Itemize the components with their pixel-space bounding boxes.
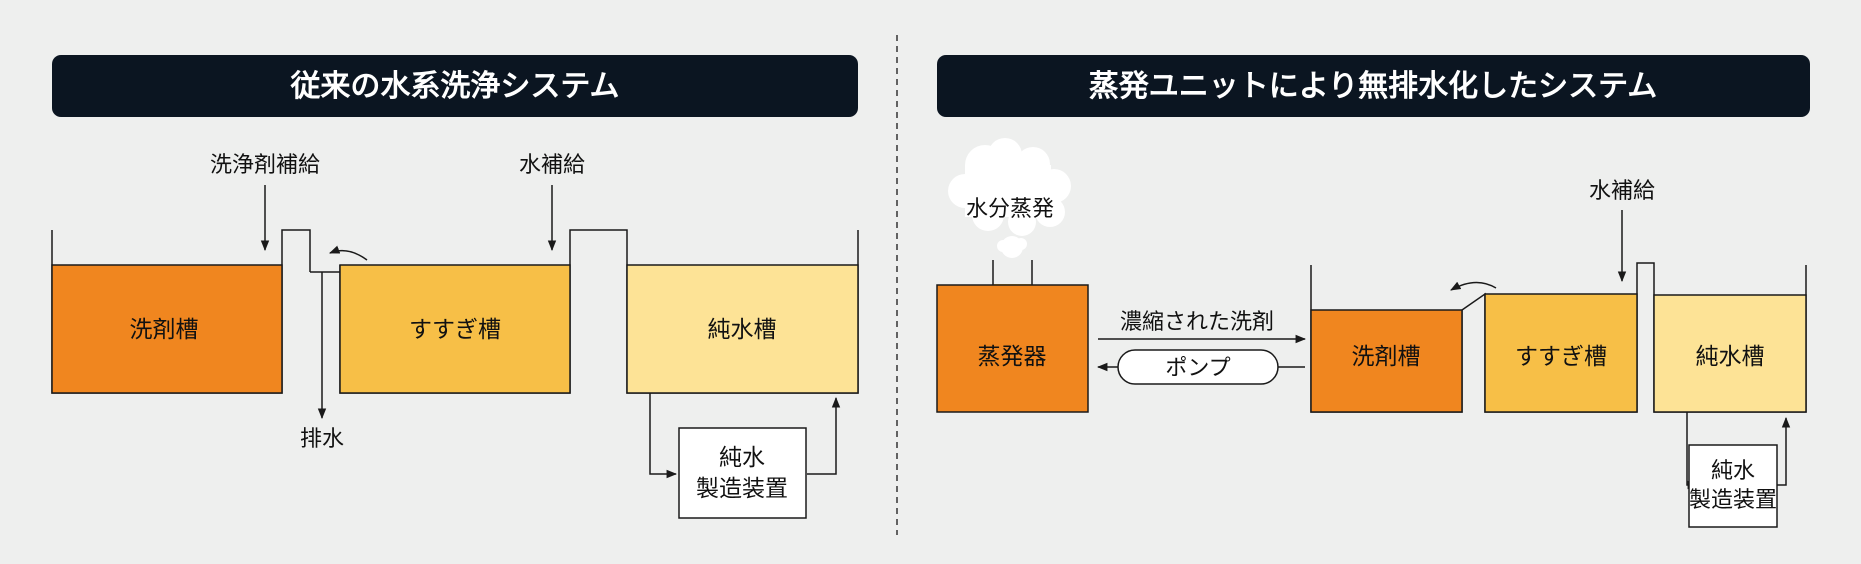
right-detergent-tank-label: 洗剤槽 <box>1352 344 1421 370</box>
concentrate-label: 濃縮された洗剤 <box>1120 310 1274 335</box>
left-device-outflow <box>807 396 841 475</box>
left-rinse-tank-label: すすぎ槽 <box>409 317 501 343</box>
evaporator-label: 蒸発器 <box>978 344 1047 370</box>
left-title: 従来の水系洗浄システム <box>289 69 619 104</box>
left-drain-label: 排水 <box>300 427 344 452</box>
evaporator-chimney <box>992 260 1033 285</box>
right-pure-tank-label: 純水槽 <box>1696 344 1765 370</box>
right-rinse-tank <box>1484 293 1638 413</box>
left-rinse-tank <box>339 264 571 394</box>
right-device-label-1: 純水 <box>1711 459 1755 484</box>
left-pure-water-device <box>678 427 807 519</box>
pump-capsule <box>1117 349 1279 385</box>
left-header <box>52 55 858 117</box>
evaporator-box <box>936 284 1089 413</box>
right-overflow-arrow <box>1450 281 1497 291</box>
right-title: 蒸発ユニットにより無排水化したシステム <box>1089 69 1658 104</box>
right-pure-tank <box>1653 294 1807 413</box>
steam-cloud-icon <box>948 138 1071 258</box>
left-detergent-tank <box>51 264 283 394</box>
left-device-inflow <box>649 393 678 479</box>
evaporation-label: 水分蒸発 <box>966 197 1054 222</box>
left-detergent-tank-label: 洗剤槽 <box>130 317 199 343</box>
left-detergent-supply-label: 洗浄剤補給 <box>210 153 320 178</box>
right-rinse-tank-label: すすぎ槽 <box>1515 344 1607 370</box>
right-panel: 蒸発ユニットにより無排水化したシステム 水分蒸発 蒸発器 濃縮された洗剤 <box>936 55 1810 528</box>
right-detergent-tank <box>1310 309 1463 413</box>
left-overflow-arrow <box>329 245 368 261</box>
left-panel: 従来の水系洗浄システム 洗剤槽 すすぎ槽 純水槽 洗浄剤補給 水補給 排水 純水… <box>51 55 859 519</box>
right-water-supply-label: 水補給 <box>1589 179 1655 204</box>
right-header <box>937 55 1810 117</box>
left-pure-tank <box>626 264 859 394</box>
right-device-label-2: 製造装置 <box>1689 488 1777 513</box>
left-water-supply-label: 水補給 <box>519 153 585 178</box>
pump-label: ポンプ <box>1165 356 1230 381</box>
right-device-outflow <box>1777 416 1791 486</box>
left-device-label-2: 製造装置 <box>696 476 788 502</box>
left-device-label-1: 純水 <box>719 445 765 471</box>
left-pure-tank-label: 純水槽 <box>708 317 777 343</box>
right-pure-water-device <box>1688 444 1778 528</box>
